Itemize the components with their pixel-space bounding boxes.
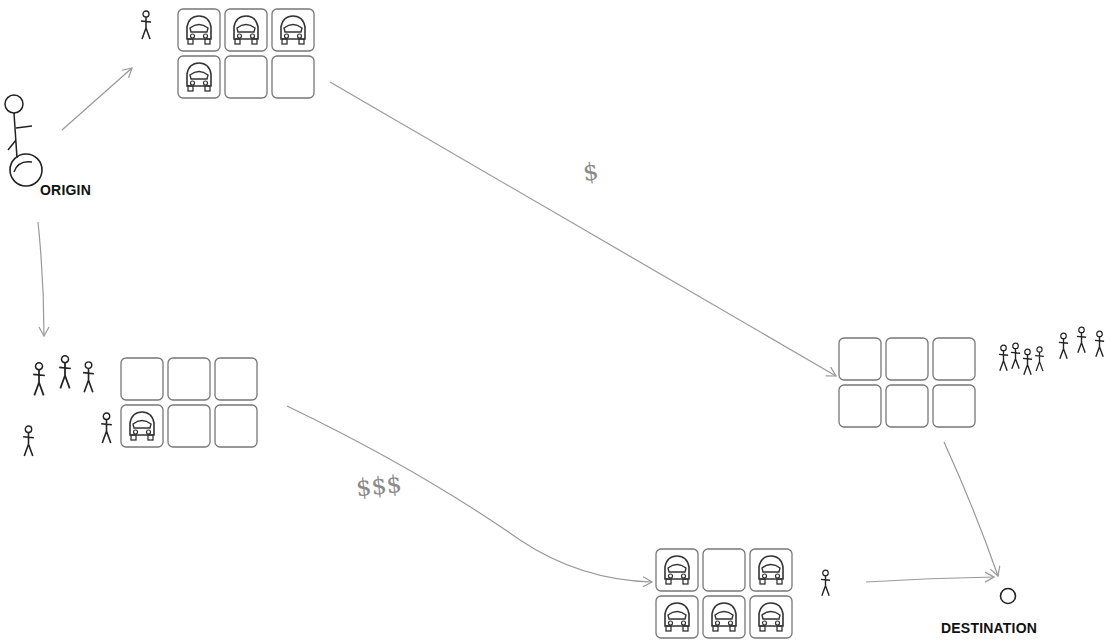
waiting-people [1035, 347, 1044, 371]
parking-lot [272, 56, 314, 98]
parking-lot [281, 16, 305, 44]
waiting-people [59, 356, 71, 389]
waiting-people [999, 345, 1008, 371]
parking-lot [750, 596, 792, 638]
parking-lot [656, 549, 698, 591]
parking-lot [234, 16, 258, 44]
price-label: $ [581, 157, 600, 187]
wheel-spoke [14, 162, 32, 172]
waiting-people [1011, 343, 1020, 369]
node-label: ORIGIN [40, 182, 91, 198]
parking-lot [933, 338, 975, 380]
route-arrows [866, 577, 994, 582]
waiting-people [83, 362, 94, 392]
parking-lot [168, 405, 210, 447]
parking-lot [225, 9, 267, 51]
waiting-people [1023, 349, 1032, 375]
parking-lot [703, 549, 745, 591]
parking-lot [187, 16, 211, 44]
parking-lot [272, 9, 314, 51]
parking-lot [130, 412, 154, 440]
parking-lot [839, 338, 975, 427]
route-arrows [287, 406, 652, 582]
route-arrows [38, 68, 998, 582]
wheel-circle [10, 154, 42, 186]
parking-lot [121, 405, 163, 447]
waiting-people [1077, 327, 1086, 353]
parking-lot [750, 549, 792, 591]
route-arrows [38, 222, 44, 336]
parking-lot [759, 603, 783, 631]
waiting-people [33, 363, 45, 396]
route-arrows [944, 442, 998, 576]
parking-lot [215, 405, 257, 447]
waiting-people [101, 413, 112, 443]
price-label: $$$ [355, 470, 403, 503]
parking-lot [178, 9, 314, 98]
origin-figure [8, 113, 32, 158]
parking-lot [886, 385, 928, 427]
parking-lot [665, 603, 689, 631]
parking-lot [712, 603, 736, 631]
parking-lot [886, 338, 928, 380]
origin-figure [5, 95, 23, 113]
destination-circle [999, 587, 1017, 605]
parking-lot [225, 56, 267, 98]
parking-lot [665, 556, 689, 584]
parking-lot [933, 385, 975, 427]
parking-lot [178, 56, 220, 98]
parking-lot [121, 358, 257, 447]
waiting-people [821, 570, 830, 596]
route-arrows [62, 68, 132, 130]
parking-lot [168, 358, 210, 400]
waiting-people [141, 11, 151, 39]
parking-lot [703, 596, 745, 638]
origin-figure [5, 95, 32, 158]
waiting-people [1095, 331, 1104, 357]
parking-lot [187, 63, 211, 91]
origin-node: ORIGIN [8, 152, 48, 188]
parking-lot [656, 549, 792, 638]
parking-lot [839, 385, 881, 427]
waiting-people [23, 11, 1104, 596]
node-label: DESTINATION [941, 620, 1037, 636]
parking-lot [839, 338, 881, 380]
parking-lot [215, 358, 257, 400]
parking-lot [656, 596, 698, 638]
route-arrows [330, 82, 836, 376]
parking-lot [759, 556, 783, 584]
parking-lot [178, 9, 220, 51]
waiting-people [1059, 333, 1068, 359]
destination-circle [1001, 589, 1016, 604]
destination-node: DESTINATION [999, 587, 1017, 605]
waiting-people [23, 426, 34, 456]
parking-lot [121, 358, 163, 400]
